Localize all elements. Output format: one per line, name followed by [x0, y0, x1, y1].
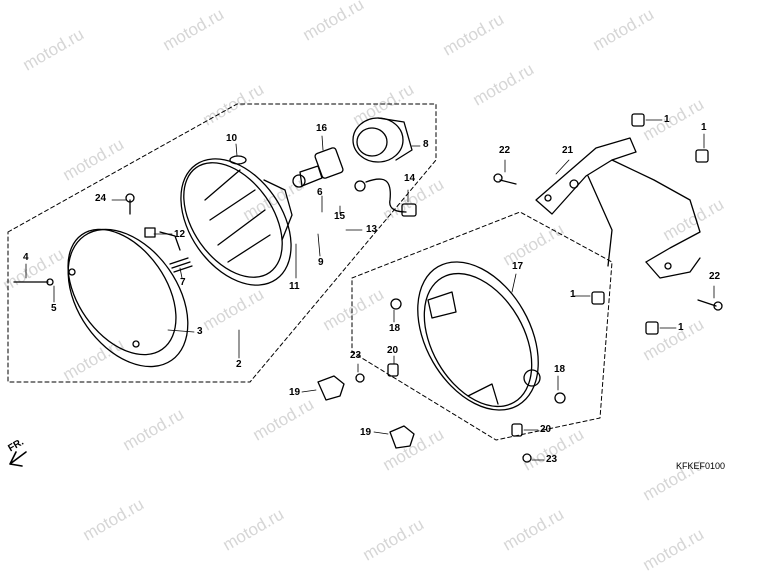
callout-7: 7 — [180, 277, 186, 288]
group-boundary-headlight — [7, 103, 437, 383]
callout-21: 21 — [562, 145, 574, 156]
collar-20a — [387, 363, 399, 377]
callout-23-lower: 23 — [546, 454, 558, 465]
group-boundary-case — [351, 211, 613, 441]
grommet-18b — [554, 392, 566, 404]
callout-17: 17 — [512, 261, 524, 272]
callout-23-upper: 23 — [350, 350, 362, 361]
callout-22-upper: 22 — [499, 145, 511, 156]
callout-1-lower: 1 — [678, 322, 684, 333]
callout-19-lower: 19 — [360, 427, 372, 438]
callout-2: 2 — [236, 359, 242, 370]
grommet-18a — [390, 298, 402, 310]
diagram-code: KFKEF0100 — [676, 461, 726, 471]
clip-lower — [389, 425, 415, 449]
callout-3: 3 — [197, 326, 203, 337]
callout-1-top: 1 — [664, 114, 670, 125]
collar-20b — [511, 423, 523, 437]
screw-23a — [355, 373, 365, 383]
callout-10: 10 — [226, 133, 238, 144]
callout-18-right: 18 — [554, 364, 566, 375]
callout-5: 5 — [51, 303, 57, 314]
callout-1-mid: 1 — [570, 289, 576, 300]
socket-wire — [354, 178, 417, 217]
callout-12: 12 — [174, 229, 186, 240]
screw-23b — [522, 453, 532, 463]
callout-15: 15 — [334, 211, 346, 222]
bulb — [292, 147, 344, 188]
grommet-1a — [631, 113, 645, 127]
headlight-case — [417, 261, 541, 411]
callout-18-left: 18 — [389, 323, 401, 334]
grommet-1d — [645, 321, 659, 335]
headlight-rim — [67, 228, 189, 368]
nut-12 — [144, 227, 156, 238]
bolt-22a — [493, 173, 517, 185]
callout-14: 14 — [404, 173, 416, 184]
callout-19-upper: 19 — [289, 387, 301, 398]
headlight-bracket — [535, 137, 701, 279]
callout-4: 4 — [23, 252, 29, 263]
callout-1-right: 1 — [701, 122, 707, 133]
dust-cover — [352, 117, 413, 163]
grommet-1b — [695, 149, 709, 163]
bolt-24 — [125, 193, 135, 215]
grommet-1c — [591, 291, 605, 305]
callout-22-lower: 22 — [709, 271, 721, 282]
callout-20-lower: 20 — [540, 424, 552, 435]
callout-24: 24 — [95, 193, 107, 204]
callout-13: 13 — [366, 224, 378, 235]
front-arrow-icon — [9, 451, 27, 467]
callout-11: 11 — [289, 281, 300, 292]
clip-upper — [317, 375, 345, 401]
callout-6: 6 — [317, 187, 323, 198]
bolt-22b — [697, 299, 723, 311]
leader-lines — [25, 119, 715, 461]
spring-7 — [169, 257, 193, 273]
callout-16: 16 — [316, 123, 328, 134]
callout-8: 8 — [423, 139, 429, 150]
callout-20-upper: 20 — [387, 345, 399, 356]
bolt-4 — [13, 278, 54, 286]
callout-9: 9 — [318, 257, 324, 268]
headlight-unit — [180, 155, 293, 286]
